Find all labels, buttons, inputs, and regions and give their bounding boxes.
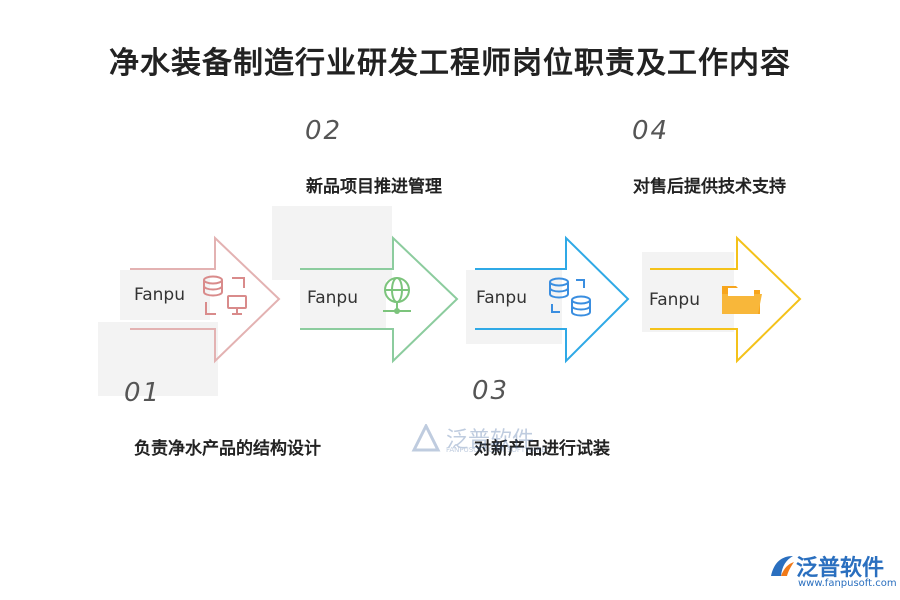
step-number-02: 02 (305, 116, 343, 146)
step-label-01: 负责净水产品的结构设计 (134, 439, 321, 459)
globe-network-icon (383, 277, 411, 314)
step-number-01: 01 (124, 378, 162, 408)
background-block (300, 265, 386, 329)
background-block (98, 322, 218, 396)
brand-logo-icon (771, 556, 794, 576)
step-number-03: 03 (472, 376, 510, 406)
watermark-subtext: FANPUSOFT.COM SOFTWARE (446, 446, 546, 454)
database-sync-icon (549, 277, 591, 317)
step-label-04: 对售后提供技术支持 (633, 177, 786, 197)
watermark-logo-icon (411, 424, 441, 452)
arrow-step-3 (475, 235, 630, 364)
step-brand-04: Fanpu (649, 290, 700, 310)
folder-icon (722, 286, 762, 314)
brand-logo: 泛普软件 www.fanpusoft.com (768, 550, 897, 594)
step-brand-02: Fanpu (307, 288, 358, 308)
brand-name: 泛普软件 (796, 556, 885, 581)
watermark-text: 泛普软件 (446, 428, 535, 453)
brand-url: www.fanpusoft.com (798, 578, 897, 589)
database-computer-icon (203, 275, 247, 315)
step-number-04: 04 (632, 116, 670, 146)
arrow-step-2 (300, 235, 459, 364)
background-block (120, 270, 210, 320)
background-block (642, 252, 734, 332)
page-title: 净水装备制造行业研发工程师岗位职责及工作内容 (109, 46, 791, 81)
arrow-step-1 (130, 235, 281, 364)
step-brand-01: Fanpu (134, 285, 185, 305)
background-block (466, 270, 562, 344)
step-brand-03: Fanpu (476, 288, 527, 308)
step-label-03: 对新产品进行试装 (474, 439, 610, 459)
arrow-step-4 (650, 235, 802, 364)
step-label-02: 新品项目推进管理 (306, 177, 442, 197)
